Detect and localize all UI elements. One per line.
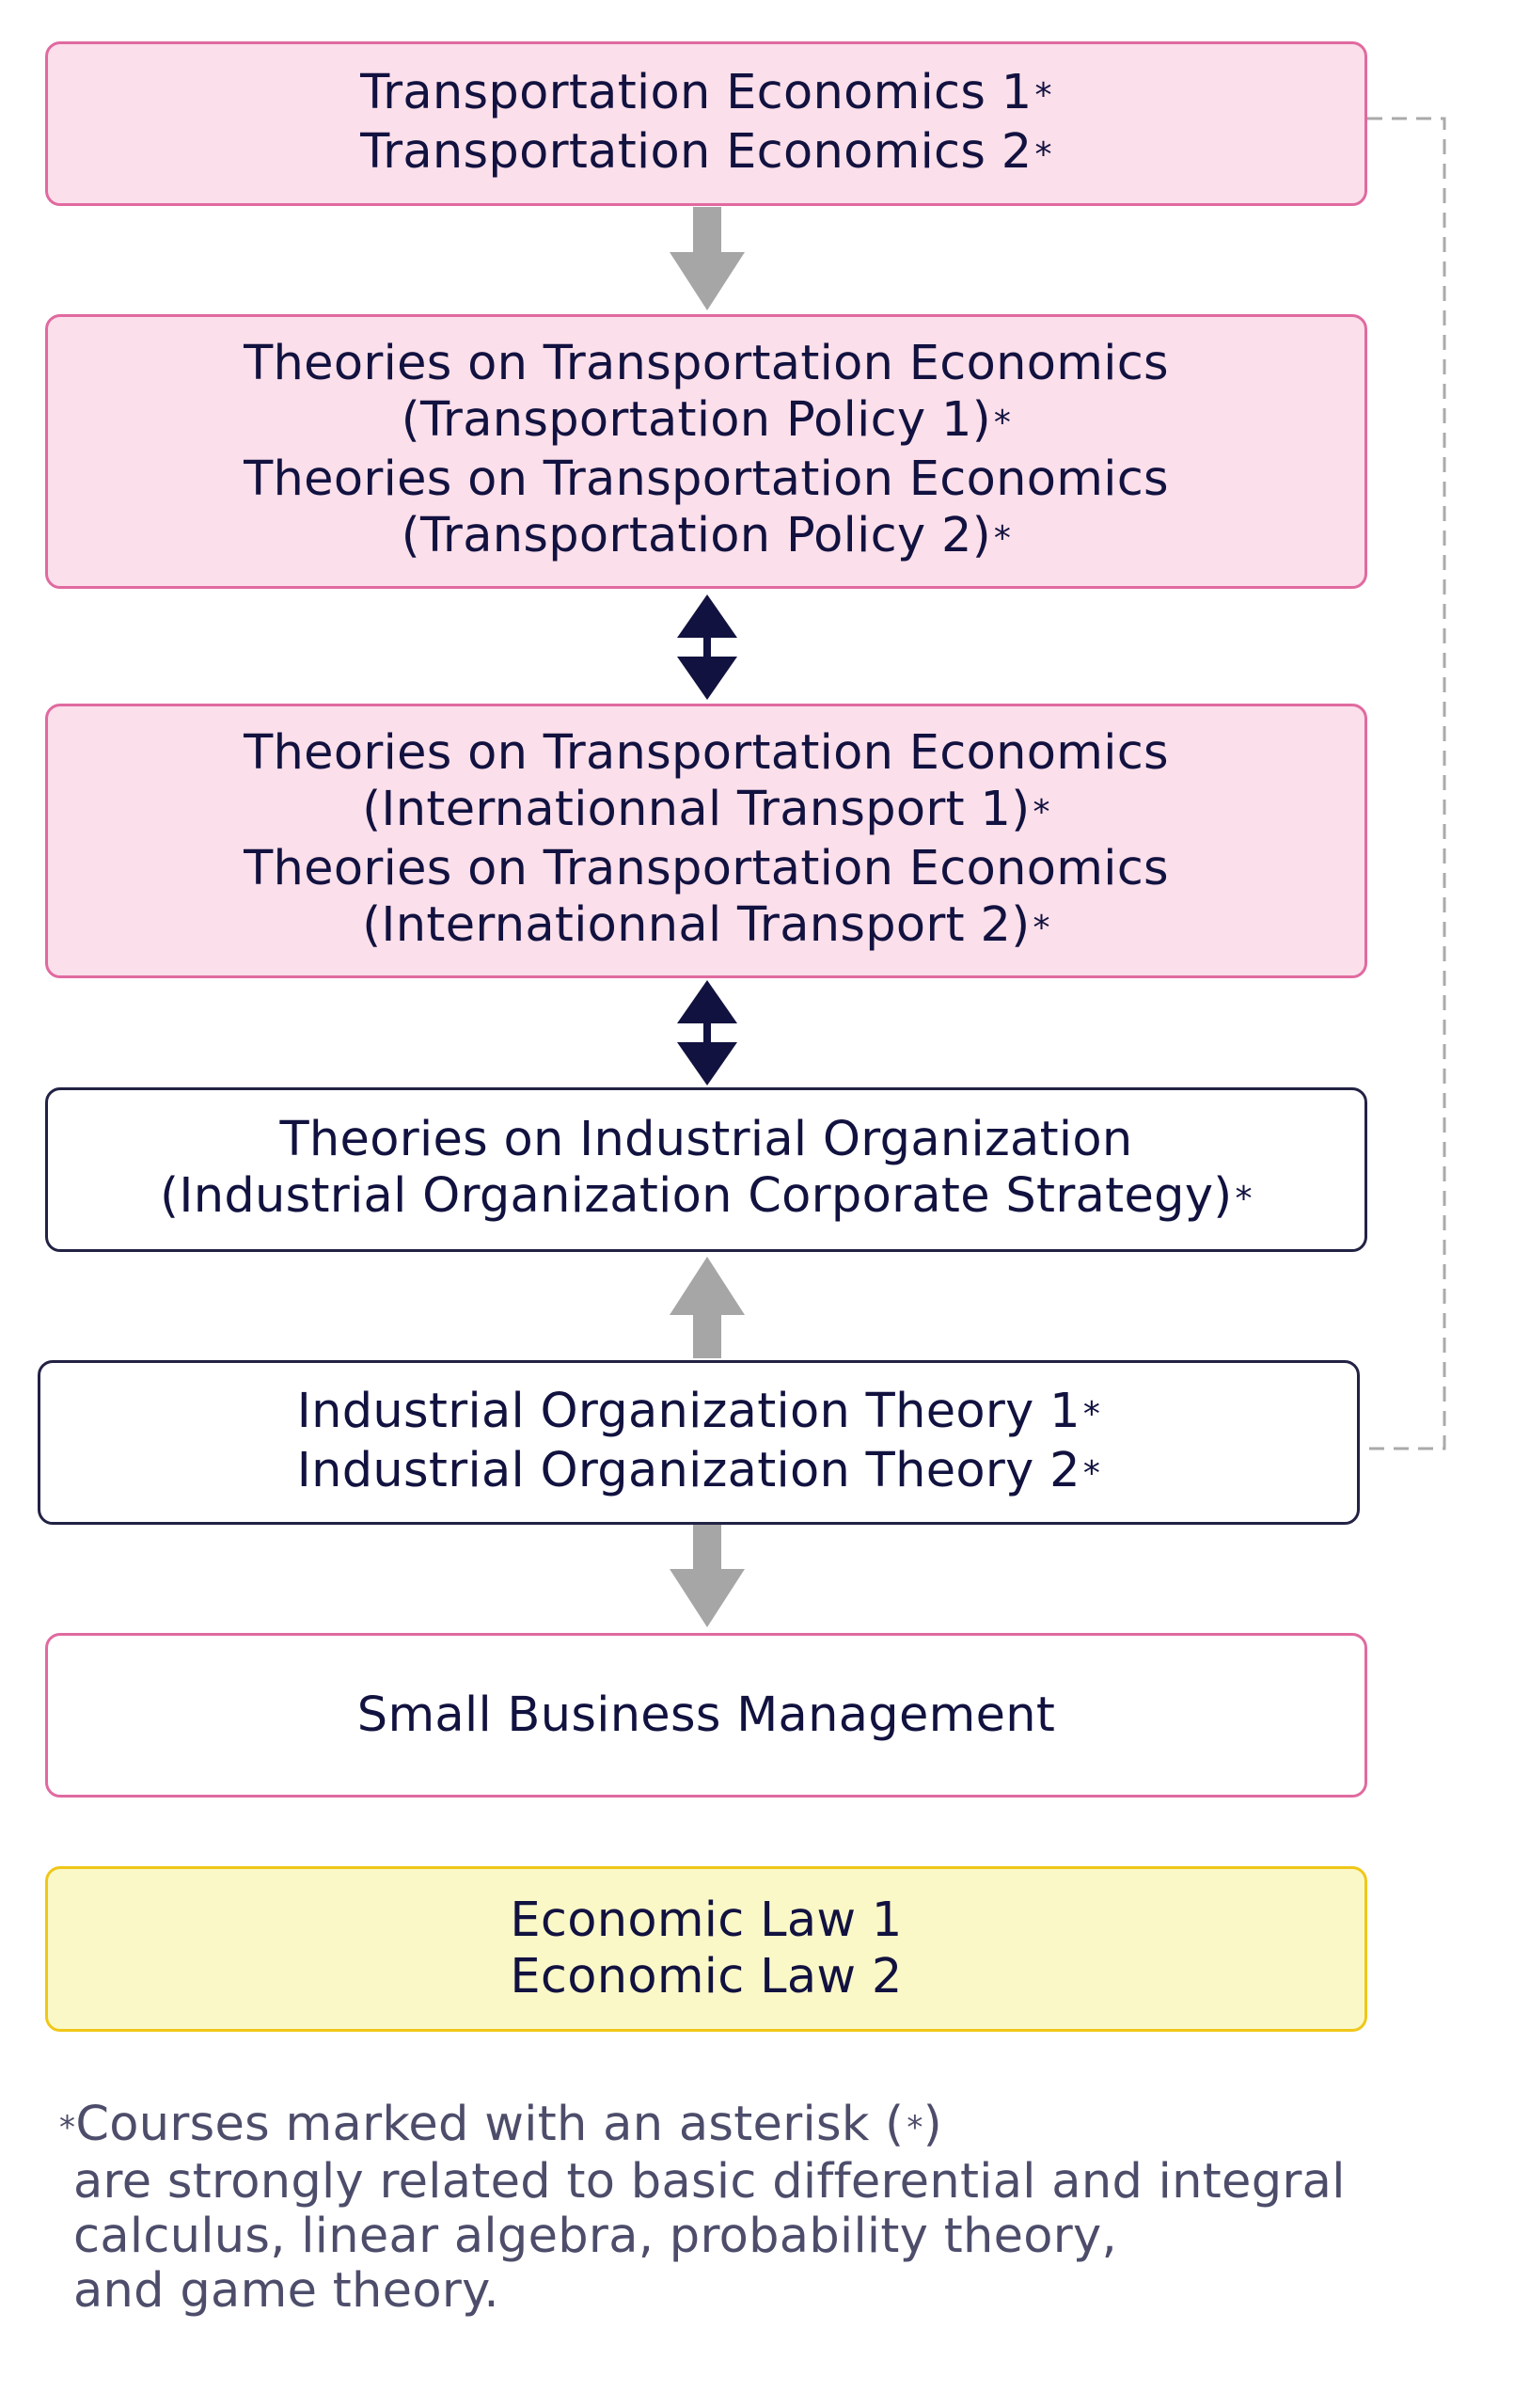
asterisk-mark: * [993,404,1012,442]
course-box-transportation-policy: Theories on Transportation Economics (Tr… [45,314,1367,589]
arrow-down-icon [670,1524,745,1627]
arrow-down-icon [670,207,745,310]
course-line: Theories on Transportation Economics [244,452,1169,507]
course-box-small-business-management: Small Business Management [45,1633,1367,1798]
course-line: Theories on Industrial Organization [279,1112,1133,1167]
asterisk-mark: * [1082,1453,1101,1493]
course-line: (Internationnal Transport 1)* [362,782,1050,837]
course-line: Transportation Economics 2* [360,123,1052,180]
double-arrow-icon [677,594,737,700]
double-arrow-icon [677,980,737,1085]
footnote-line: and game theory. [73,2263,499,2319]
course-line: Economic Law 1 [510,1893,903,1948]
course-line: (Transportation Policy 2)* [401,508,1012,563]
dashed-link-connector [1365,117,1446,1450]
course-box-transportation-economics: Transportation Economics 1* Transportati… [45,41,1367,206]
course-line: Economic Law 2 [510,1949,903,2004]
course-line: (Industrial Organization Corporate Strat… [160,1168,1253,1224]
footnote-line: *Courses marked with an asterisk (*) [59,2097,942,2152]
course-box-economic-law: Economic Law 1 Economic Law 2 [45,1866,1367,2032]
course-line: Small Business Management [356,1687,1056,1743]
asterisk-footnote: *Courses marked with an asterisk (*) are… [56,2098,1346,2319]
asterisk-mark: * [1034,75,1052,115]
asterisk-mark: * [907,2109,923,2147]
footnote-line: are strongly related to basic differenti… [73,2154,1346,2210]
course-box-international-transport: Theories on Transportation Economics (In… [45,704,1367,978]
asterisk-mark: * [1235,1180,1253,1218]
asterisk-mark: * [1082,1394,1101,1434]
course-line: (Internationnal Transport 2)* [362,897,1050,953]
course-line: Industrial Organization Theory 2* [296,1442,1101,1498]
course-line: Industrial Organization Theory 1* [296,1383,1101,1439]
asterisk-mark: * [993,519,1012,558]
asterisk-mark: * [59,2109,76,2147]
footnote-line: calculus, linear algebra, probability th… [73,2209,1118,2264]
course-box-industrial-organization-theory: Industrial Organization Theory 1* Indust… [38,1360,1360,1525]
asterisk-mark: * [1034,135,1052,174]
asterisk-mark: * [1033,909,1050,947]
course-line: Transportation Economics 1* [360,64,1052,120]
course-line: Theories on Transportation Economics [244,725,1169,781]
course-line: (Transportation Policy 1)* [401,392,1012,448]
asterisk-mark: * [1033,793,1050,832]
arrow-up-icon [670,1257,745,1358]
course-line: Theories on Transportation Economics [244,841,1169,896]
course-box-industrial-organization-strategy: Theories on Industrial Organization (Ind… [45,1087,1367,1252]
course-line: Theories on Transportation Economics [244,336,1169,391]
